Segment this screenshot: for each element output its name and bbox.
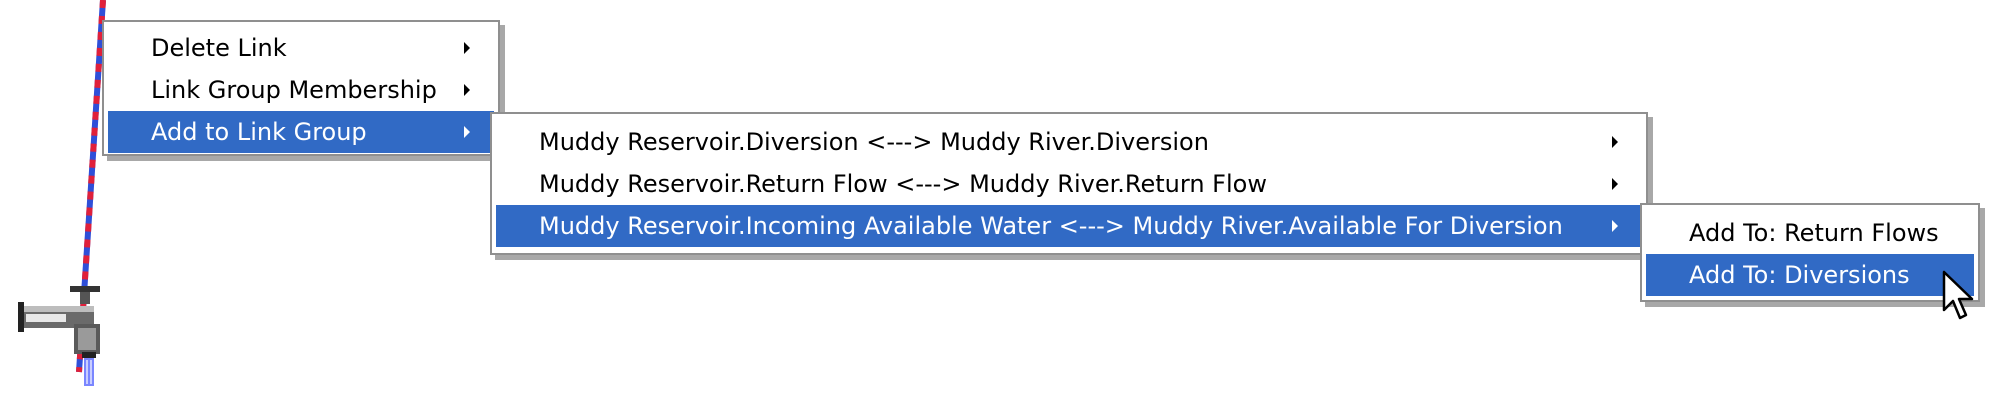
menu-item-label: Delete Link: [151, 34, 287, 62]
menu-item-link-group-return-flow[interactable]: Muddy Reservoir.Return Flow <---> Muddy …: [496, 163, 1642, 205]
menu-item-link-group-diversion[interactable]: Muddy Reservoir.Diversion <---> Muddy Ri…: [496, 121, 1642, 163]
link-group-submenu: Muddy Reservoir.Diversion <---> Muddy Ri…: [490, 112, 1648, 255]
submenu-arrow-icon: [464, 42, 470, 54]
add-to-submenu: Add To: Return Flows Add To: Diversions: [1640, 203, 1980, 302]
menu-item-add-to-return-flows[interactable]: Add To: Return Flows: [1646, 212, 1974, 254]
menu-item-label: Add To: Diversions: [1689, 261, 1910, 289]
mouse-cursor-icon: [1942, 270, 1974, 320]
submenu-arrow-icon: [464, 126, 470, 138]
menu-item-link-group-membership[interactable]: Link Group Membership: [108, 69, 494, 111]
menu-item-add-to-diversions[interactable]: Add To: Diversions: [1646, 254, 1974, 296]
submenu-arrow-icon: [1612, 178, 1618, 190]
submenu-arrow-icon: [1612, 136, 1618, 148]
submenu-arrow-icon: [1612, 220, 1618, 232]
faucet-icon[interactable]: [18, 284, 118, 390]
menu-item-add-to-link-group[interactable]: Add to Link Group: [108, 111, 494, 153]
menu-item-label: Link Group Membership: [151, 76, 437, 104]
menu-item-label: Muddy Reservoir.Return Flow <---> Muddy …: [539, 170, 1267, 198]
submenu-arrow-icon: [464, 84, 470, 96]
context-menu: Delete Link Link Group Membership Add to…: [102, 20, 500, 156]
menu-item-delete-link[interactable]: Delete Link: [108, 27, 494, 69]
menu-item-label: Add To: Return Flows: [1689, 219, 1939, 247]
menu-item-label: Add to Link Group: [151, 118, 367, 146]
menu-item-link-group-available-water[interactable]: Muddy Reservoir.Incoming Available Water…: [496, 205, 1642, 247]
menu-item-label: Muddy Reservoir.Diversion <---> Muddy Ri…: [539, 128, 1209, 156]
menu-item-label: Muddy Reservoir.Incoming Available Water…: [539, 212, 1563, 240]
